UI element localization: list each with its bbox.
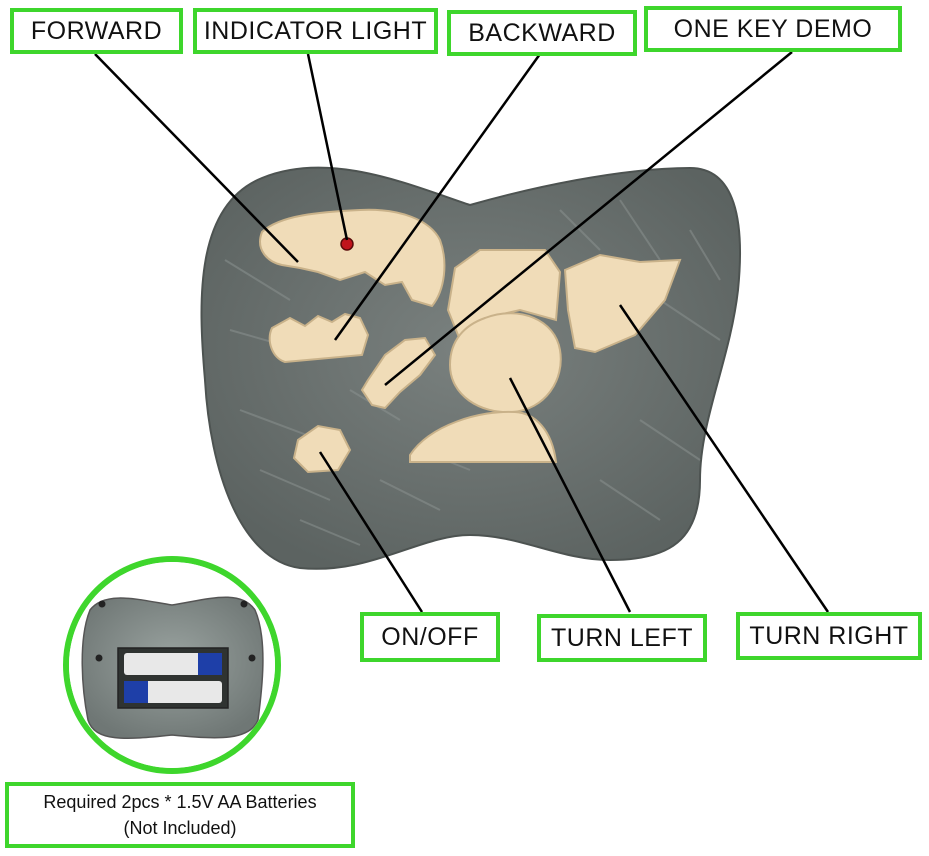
label-one-key-demo: ONE KEY DEMO: [644, 6, 902, 52]
label-forward: FORWARD: [10, 8, 183, 54]
on-off-button[interactable]: [292, 424, 352, 474]
battery-note-line1: Required 2pcs * 1.5V AA Batteries: [43, 792, 317, 812]
body-texture: [224, 199, 721, 546]
tail-piece: [409, 410, 558, 463]
turn-right-button[interactable]: [563, 253, 682, 354]
battery-note-line2: (Not Included): [123, 818, 237, 838]
label-backward: BACKWARD: [447, 10, 637, 56]
label-on-off: ON/OFF: [360, 612, 500, 662]
label-indicator-light: INDICATOR LIGHT: [193, 8, 438, 54]
battery-requirement-note: Required 2pcs * 1.5V AA Batteries (Not I…: [5, 782, 355, 848]
leader-lines: [94, 51, 830, 613]
battery-2: [124, 681, 222, 703]
battery-1: [124, 653, 222, 675]
turn-left-button[interactable]: [448, 312, 562, 414]
label-turn-right: TURN RIGHT: [736, 612, 922, 660]
forward-button[interactable]: [259, 208, 446, 308]
label-turn-left: TURN LEFT: [537, 614, 707, 662]
body-center-piece: [446, 249, 562, 342]
backward-button[interactable]: [268, 312, 370, 364]
